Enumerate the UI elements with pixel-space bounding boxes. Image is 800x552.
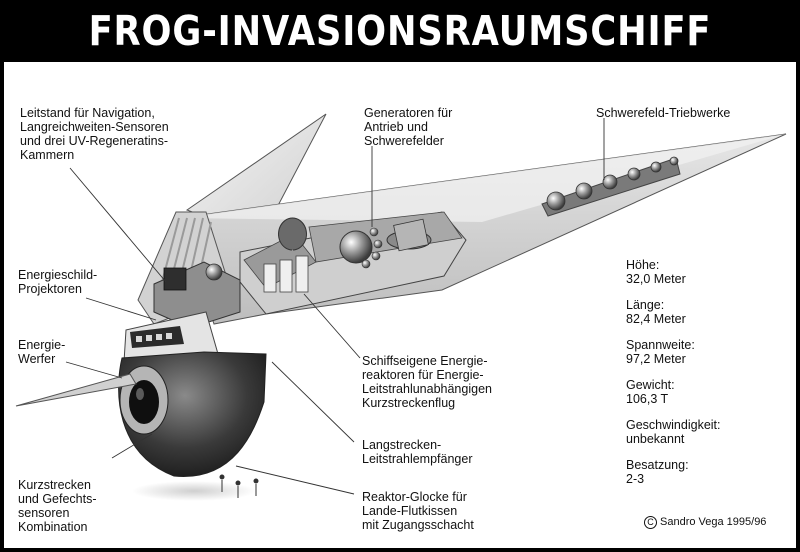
- label-schwerefeld-triebwerke: Schwerefeld-Triebwerke: [596, 106, 731, 120]
- spec-hoehe: Höhe:32,0 Meter: [626, 258, 686, 286]
- label-generatoren: Generatoren für Antrieb und Schwerefelde…: [364, 106, 453, 148]
- spec-geschwindigkeit: Geschwindigkeit:unbekannt: [626, 418, 721, 446]
- label-energie-werfer: Energie- Werfer: [18, 338, 66, 366]
- spec-label: Spannweite:: [626, 338, 695, 352]
- spec-value: 106,3 T: [626, 392, 669, 406]
- label-energiereaktoren: Schiffseigene Energie- reaktoren für Ene…: [362, 354, 492, 410]
- spaceship-illustration: [15, 113, 787, 501]
- spec-label: Höhe:: [626, 258, 660, 272]
- spec-label: Besatzung:: [626, 458, 689, 472]
- label-langstrecken-leitstrahlempfaenger: Langstrecken- Leitstrahlempfänger: [362, 438, 473, 466]
- spec-gewicht: Gewicht:106,3 T: [626, 378, 675, 406]
- copyright-icon: C: [644, 516, 657, 529]
- spec-value: unbekannt: [626, 432, 685, 446]
- spec-label: Gewicht:: [626, 378, 675, 392]
- label-energieschild-projektoren: Energieschild- Projektoren: [18, 268, 98, 296]
- poster-title: FROG-INVASIONSRAUMSCHIFF: [88, 7, 712, 55]
- spec-spannweite: Spannweite:97,2 Meter: [626, 338, 695, 366]
- spec-value: 97,2 Meter: [626, 352, 686, 366]
- spec-label: Länge:: [626, 298, 665, 312]
- spec-label: Geschwindigkeit:: [626, 418, 721, 432]
- spec-laenge: Länge:82,4 Meter: [626, 298, 686, 326]
- label-reaktor-glocke: Reaktor-Glocke für Lande-Flutkissen mit …: [362, 490, 474, 532]
- spec-besatzung: Besatzung:2-3: [626, 458, 689, 486]
- spec-value: 32,0 Meter: [626, 272, 686, 286]
- illustration-panel: Leitstand für Navigation, Langreichweite…: [4, 62, 796, 548]
- label-leitstand: Leitstand für Navigation, Langreichweite…: [20, 106, 169, 162]
- spec-value: 82,4 Meter: [626, 312, 686, 326]
- credit-text: Sandro Vega 1995/96: [660, 516, 767, 528]
- spec-value: 2-3: [626, 472, 645, 486]
- label-kurzstrecken-sensoren: Kurzstrecken und Gefechts- sensoren Komb…: [18, 478, 97, 534]
